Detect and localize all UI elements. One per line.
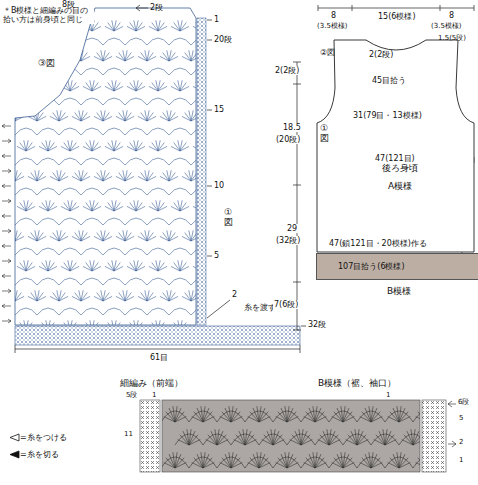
chart-label: 糸を渡す: [244, 303, 276, 312]
chart-label: 11: [124, 430, 133, 438]
chart-label: 47(121目): [374, 154, 416, 163]
chart-label: 5段: [126, 391, 137, 399]
legend-symbol: [8, 433, 20, 442]
chart-label: 2(2段): [369, 50, 393, 59]
chart-label: 45目拾う: [372, 76, 406, 85]
chart-label: 8段: [62, 0, 75, 9]
chart-label: 8: [331, 11, 336, 20]
chart-label: 2段: [150, 3, 163, 12]
chart-label: 32段: [308, 320, 326, 329]
chart-label: ③図: [38, 58, 55, 68]
legend-text: =糸を切る: [20, 450, 59, 459]
outline-shape: [316, 38, 476, 253]
chart-label: 1: [459, 456, 463, 464]
b-pattern: [162, 406, 420, 468]
chart-label: ②図: [320, 48, 335, 57]
chart-label: 1: [214, 15, 219, 24]
chart-label: (32段): [275, 236, 301, 245]
chart-label: 1: [386, 391, 390, 399]
legend-symbol: [8, 450, 20, 459]
chart-label: 47(鎖121目・20模様)作る: [328, 239, 428, 248]
legend-text: =糸をつける: [20, 433, 67, 442]
chart-label: 18.5: [282, 123, 302, 132]
chart-label: B模様（裾、袖口）: [318, 378, 396, 388]
chart-label: 細編み（前端）: [120, 378, 183, 388]
chart-label: ①図: [320, 124, 329, 144]
chart-label: 6段: [458, 398, 469, 406]
chart-label: 2(2段): [274, 66, 300, 75]
garment-outline: 後ろ身頃 A模様: [316, 38, 478, 253]
chart-label: 10: [214, 181, 224, 190]
chart-label: 2: [459, 438, 463, 446]
part-title: 後ろ身頃: [316, 162, 478, 175]
chart-label: 7(6段): [273, 300, 299, 309]
chart-label: 20段: [214, 35, 232, 44]
chart-label: 29: [286, 224, 298, 233]
row-arrow: [2, 124, 11, 323]
chart-label: 5: [459, 414, 463, 422]
pattern-name: B模様: [317, 285, 478, 298]
chart-label: (20段): [275, 135, 301, 144]
legend-item: =糸を切る: [8, 449, 59, 460]
chart-label: ＊B模様と細編みの目の 拾い方は前身頃と同じ: [2, 6, 94, 24]
chart-label: 5: [214, 251, 219, 260]
chart-label: 15: [214, 105, 224, 114]
chart-label: 107目拾う(6模様): [338, 262, 405, 271]
chart-label: 2: [232, 290, 237, 299]
pattern-name: A模様: [316, 180, 478, 193]
chart-label: 31(79目・13模様): [352, 111, 423, 120]
chart-label: 8: [449, 11, 454, 20]
stitch-pattern: [0, 20, 244, 331]
chart-label: 1.5(5段): [438, 34, 466, 42]
chart-label: 1: [152, 391, 156, 399]
chart-label: (3.5模様): [431, 22, 462, 30]
chart-label: ①図: [224, 208, 233, 228]
chart-label: 15(6模様): [377, 12, 417, 21]
legend-item: =糸をつける: [8, 432, 67, 443]
chart-label: (3.5模様): [317, 22, 348, 30]
chart-label: 61目: [150, 353, 168, 362]
